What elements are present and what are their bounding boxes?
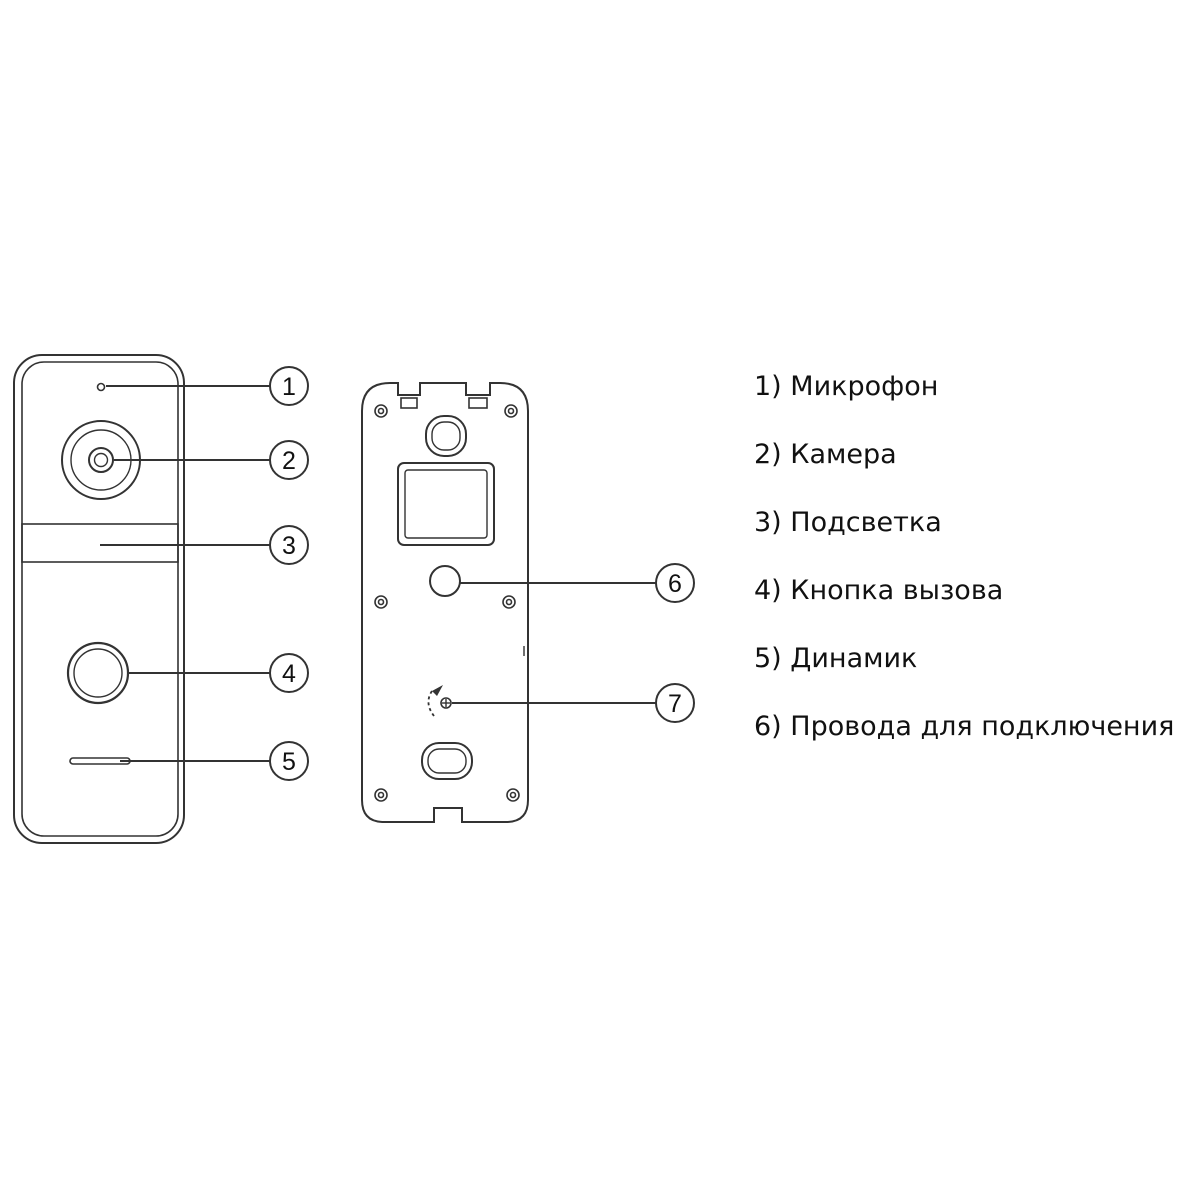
mounting-plate-outline xyxy=(361,382,529,823)
callout-6: 6 xyxy=(655,563,695,603)
callout-5-number: 5 xyxy=(282,748,296,776)
callout-3-number: 3 xyxy=(282,532,296,560)
callout-6-number: 6 xyxy=(668,570,682,598)
backlight-strip xyxy=(21,523,179,563)
callout-7-number: 7 xyxy=(668,690,682,718)
front-callout-leaders xyxy=(100,385,270,762)
square-window xyxy=(397,462,495,546)
callout-3: 3 xyxy=(269,525,309,565)
screw-holes xyxy=(374,404,520,802)
legend-item-camera: 2) Камера xyxy=(754,439,897,470)
callout-4: 4 xyxy=(269,653,309,693)
front-panel xyxy=(13,354,185,844)
legend-item-speaker: 5) Динамик xyxy=(754,643,918,674)
callout-7: 7 xyxy=(655,683,695,723)
mounting-plate xyxy=(361,382,529,823)
callout-2: 2 xyxy=(269,440,309,480)
callout-4-number: 4 xyxy=(282,660,296,688)
callout-5: 5 xyxy=(269,741,309,781)
legend-item-microphone: 1) Микрофон xyxy=(754,371,939,402)
bottom-keyhole-slot xyxy=(421,742,473,780)
tamper-screw xyxy=(427,685,452,717)
front-panel-inner-face xyxy=(21,361,179,837)
legend-item-call-button: 4) Кнопка вызова xyxy=(754,575,1004,606)
callout-1: 1 xyxy=(269,366,309,406)
callout-1-number: 1 xyxy=(282,373,296,401)
legend-list: 1) Микрофон 2) Камера 3) Подсветка 4) Кн… xyxy=(754,372,1174,780)
back-callout-leaders xyxy=(452,582,656,704)
top-keyhole-slot xyxy=(425,415,467,457)
legend-item-connection-wires: 6) Провода для подключения xyxy=(754,711,1175,742)
front-panel-outer-shell xyxy=(13,354,185,844)
legend-item-backlight: 3) Подсветка xyxy=(754,507,942,538)
microphone-hole xyxy=(96,382,106,392)
call-button-shape xyxy=(66,641,130,705)
top-left-tab xyxy=(400,397,418,409)
wire-hole xyxy=(429,565,461,597)
callout-2-number: 2 xyxy=(282,447,296,475)
top-right-tab xyxy=(468,397,488,409)
